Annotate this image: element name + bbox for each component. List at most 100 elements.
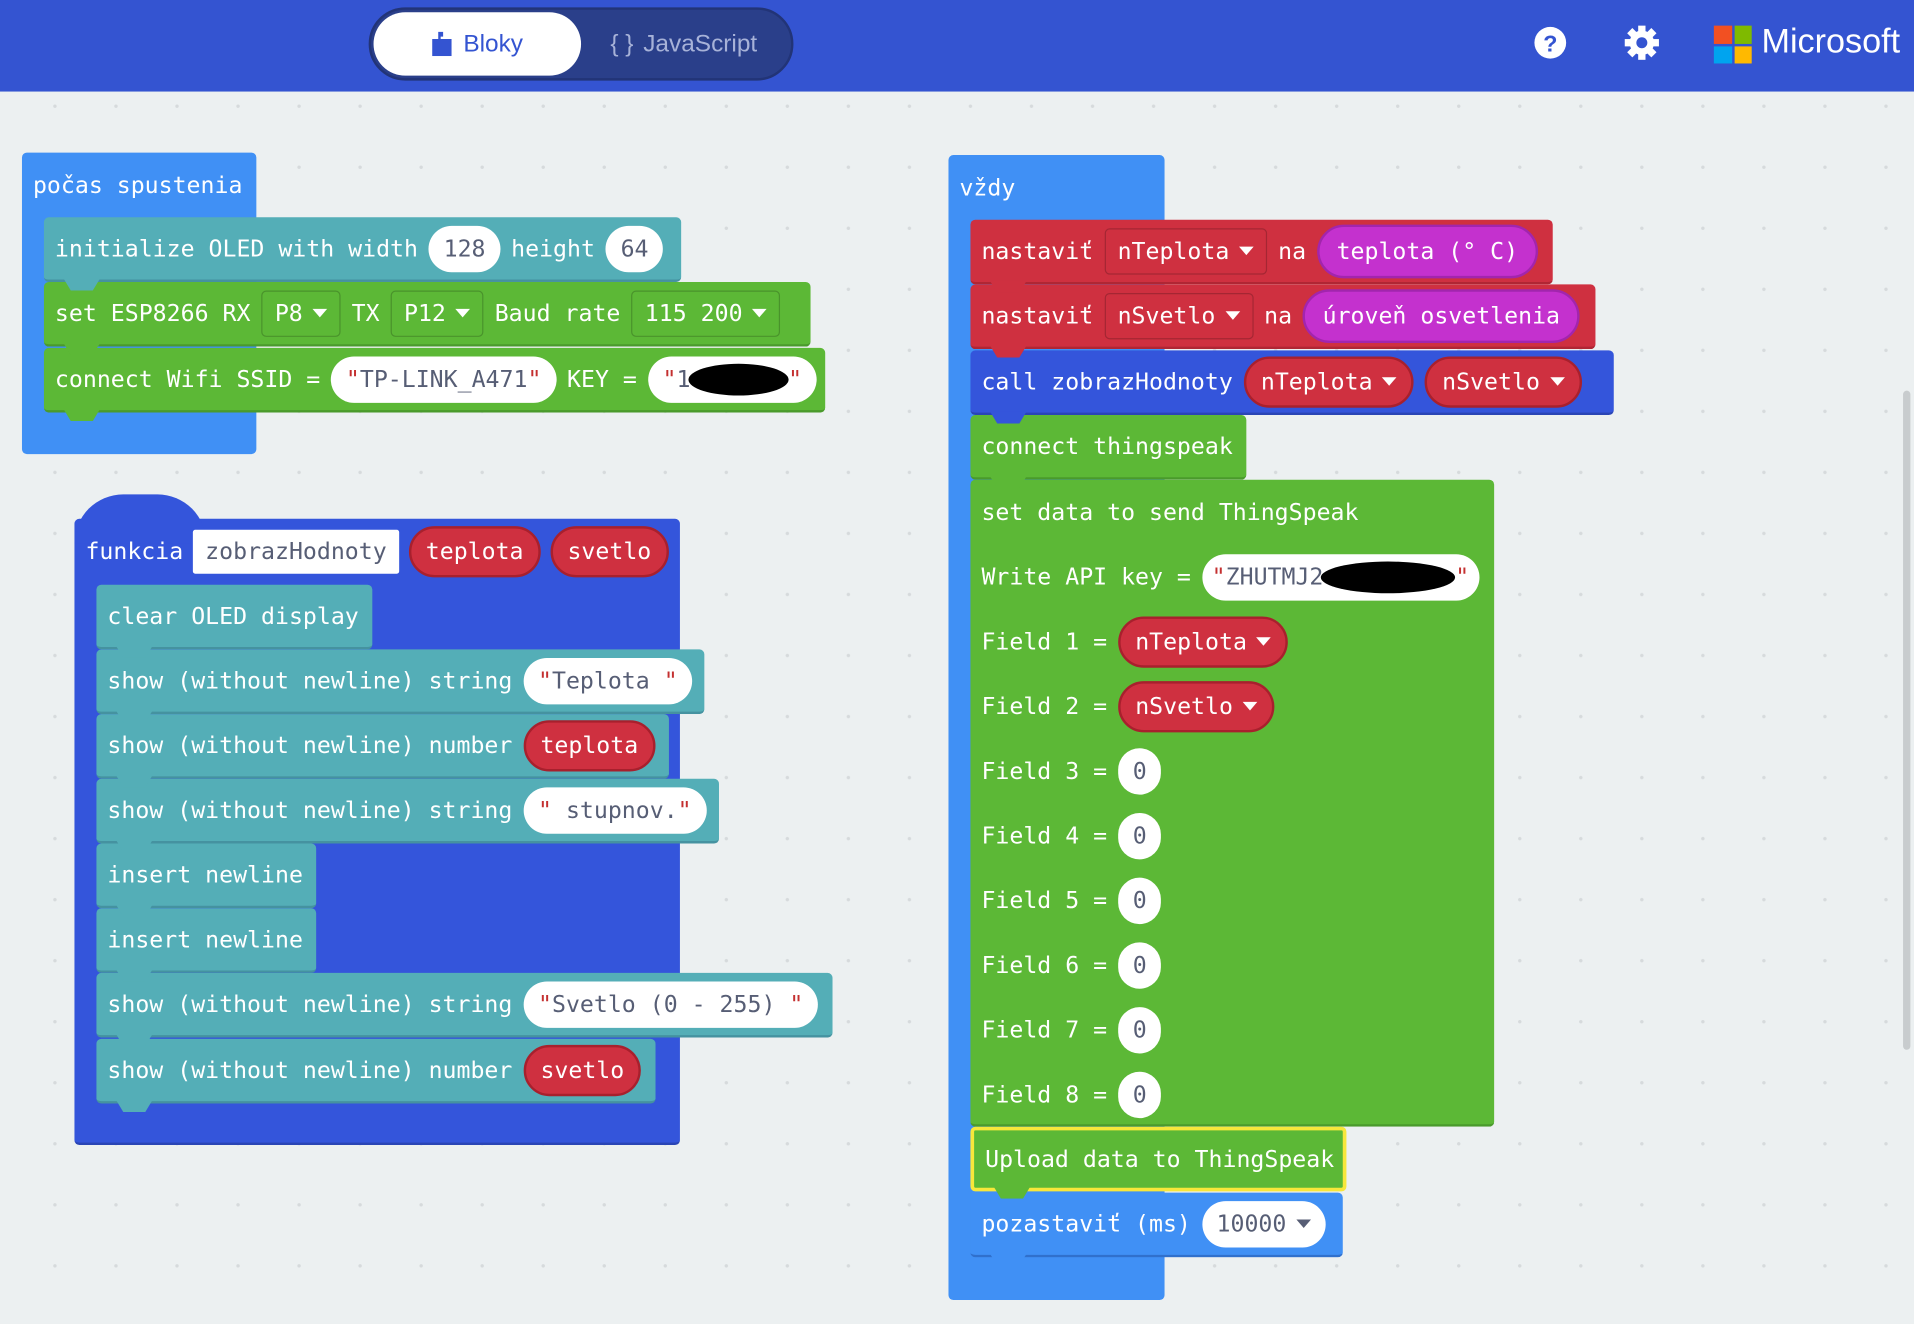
chevron-down-icon <box>1382 377 1397 386</box>
chevron-down-icon <box>1225 311 1240 320</box>
help-icon[interactable]: ? <box>1532 24 1569 61</box>
field-number-input[interactable]: 0 <box>1118 747 1162 795</box>
tx-value: P12 <box>403 299 446 327</box>
show-string-text: show (without newline) string <box>107 667 513 694</box>
arg2-dropdown[interactable]: nSvetlo <box>1425 355 1582 408</box>
pause-block[interactable]: pozastaviť (ms) 10000 <box>970 1192 1343 1258</box>
insert-newline-text: insert newline <box>107 861 303 889</box>
set-variable-block[interactable]: nastaviť nSvetlo na úroveň osvetlenia <box>970 284 1596 350</box>
esp-setup-block[interactable]: set ESP8266 RX P8 TX P12 Baud rate 115 2… <box>43 281 811 347</box>
forever-text: vždy <box>959 173 1016 201</box>
field-row: Field 7 = 0 <box>970 997 1172 1062</box>
field-row: Field 3 = 0 <box>970 739 1172 804</box>
field-number-input[interactable]: 0 <box>1118 941 1162 989</box>
field-label: Field 1 = <box>981 628 1108 655</box>
upload-text: Upload data to ThingSpeak <box>985 1145 1335 1173</box>
field-variable-dropdown[interactable]: nTeplota <box>1118 615 1289 668</box>
insert-newline-text: insert newline <box>107 925 303 953</box>
to-keyword: na <box>1278 237 1307 265</box>
show-string-block[interactable]: show (without newline) string " stupnov." <box>96 778 719 844</box>
field-number-input[interactable]: 0 <box>1118 1006 1162 1053</box>
forever-label: vždy <box>948 155 1026 220</box>
oled-init-text: initialize OLED with width <box>54 234 418 262</box>
field-value: nSvetlo <box>1135 692 1233 720</box>
width-input[interactable]: 128 <box>428 225 501 272</box>
connect-thingspeak-text: connect thingspeak <box>981 432 1233 460</box>
wifi-connect-block[interactable]: connect Wifi SSID = "TP-LINK_A471" KEY =… <box>43 347 826 413</box>
insert-newline-block[interactable]: insert newline <box>96 908 317 973</box>
ssid-label: connect Wifi SSID = <box>54 365 321 393</box>
field-number-input[interactable]: 0 <box>1118 1071 1162 1118</box>
upload-thingspeak-block[interactable]: Upload data to ThingSpeak <box>970 1126 1347 1192</box>
show-number-text: show (without newline) number <box>107 731 513 759</box>
rx-value: P8 <box>274 299 303 327</box>
clear-oled-block[interactable]: clear OLED display <box>96 584 373 650</box>
connect-thingspeak-block[interactable]: connect thingspeak <box>970 415 1247 480</box>
string-value: stupnov. <box>551 796 678 824</box>
tab-blocks[interactable]: Bloky <box>373 12 582 76</box>
set-keyword: nastaviť <box>981 302 1094 329</box>
function-name-input[interactable]: zobrazHodnoty <box>192 529 399 574</box>
insert-newline-block[interactable]: insert newline <box>96 843 317 909</box>
height-input[interactable]: 64 <box>605 225 664 272</box>
string-value: Svetlo (0 - 255) <box>551 990 790 1018</box>
key-input[interactable]: "1" <box>647 355 817 403</box>
redaction-mark <box>688 363 789 395</box>
editor-toggle[interactable]: Bloky { } JavaScript <box>368 7 794 81</box>
show-string-block[interactable]: show (without newline) string "Teplota " <box>96 649 705 715</box>
variable-dropdown[interactable]: nSvetlo <box>1104 292 1254 339</box>
chevron-down-icon <box>1296 1219 1311 1229</box>
show-string-block[interactable]: show (without newline) string "Svetlo (0 … <box>96 972 833 1038</box>
baud-dropdown[interactable]: 115 200 <box>631 289 781 337</box>
api-key-value: ZHUTMJ2 <box>1225 563 1324 591</box>
show-number-block[interactable]: show (without newline) number teplota <box>96 714 669 779</box>
string-input[interactable]: "Teplota " <box>523 657 693 704</box>
on-start-label: počas spustenia <box>22 153 253 218</box>
tx-dropdown[interactable]: P12 <box>390 289 484 337</box>
arg1-dropdown[interactable]: nTeplota <box>1243 355 1415 408</box>
field-number-input[interactable]: 0 <box>1118 877 1162 924</box>
pause-text: pozastaviť (ms) <box>981 1210 1191 1238</box>
variable-dropdown[interactable]: nTeplota <box>1104 227 1268 275</box>
key-label: KEY = <box>567 365 637 393</box>
param-svetlo[interactable]: svetlo <box>550 525 669 577</box>
vertical-scrollbar[interactable] <box>1903 390 1911 1050</box>
string-input[interactable]: "Svetlo (0 - 255) " <box>523 980 819 1028</box>
rx-dropdown[interactable]: P8 <box>261 289 341 337</box>
set-variable-block[interactable]: nastaviť nTeplota na teplota (° C) <box>970 219 1553 285</box>
function-header: funkcia zobrazHodnoty teplota svetlo <box>74 519 679 584</box>
tab-javascript[interactable]: { } JavaScript <box>610 12 757 75</box>
temperature-reporter[interactable]: teplota (° C) <box>1317 223 1538 278</box>
light-level-reporter[interactable]: úroveň osvetlenia <box>1303 288 1580 343</box>
show-string-text: show (without newline) string <box>107 796 513 824</box>
call-text: call zobrazHodnoty <box>981 368 1233 395</box>
string-input[interactable]: " stupnov." <box>523 786 707 834</box>
field-label: Field 7 = <box>981 1016 1108 1044</box>
show-string-text: show (without newline) string <box>107 990 513 1018</box>
field-label: Field 8 = <box>981 1080 1108 1108</box>
svg-text:?: ? <box>1543 30 1557 56</box>
call-function-block[interactable]: call zobrazHodnoty nTeplota nSvetlo <box>970 350 1614 416</box>
chevron-down-icon <box>455 308 471 318</box>
gear-icon[interactable] <box>1624 24 1661 61</box>
chevron-down-icon <box>1242 701 1258 711</box>
api-key-input[interactable]: "ZHUTMJ2" <box>1201 553 1479 600</box>
number-variable[interactable]: teplota <box>523 719 656 771</box>
arg2-value: nSvetlo <box>1442 368 1540 395</box>
param-teplota[interactable]: teplota <box>408 525 541 577</box>
field-variable-dropdown[interactable]: nSvetlo <box>1118 680 1275 732</box>
esp-rx-label: set ESP8266 RX <box>54 299 251 327</box>
field-label: Field 3 = <box>981 757 1108 785</box>
number-variable[interactable]: svetlo <box>523 1044 642 1096</box>
pause-value: 10000 <box>1216 1210 1287 1238</box>
pause-dropdown[interactable]: 10000 <box>1201 1200 1326 1247</box>
oled-init-block[interactable]: initialize OLED with width 128 height 64 <box>43 217 682 282</box>
field-number-input[interactable]: 0 <box>1118 812 1162 859</box>
tab-javascript-label: JavaScript <box>643 29 758 57</box>
ssid-input[interactable]: "TP-LINK_A471" <box>331 355 557 403</box>
chevron-down-icon <box>1549 377 1565 386</box>
key-value: 1 <box>676 365 691 393</box>
puzzle-icon <box>431 31 452 57</box>
